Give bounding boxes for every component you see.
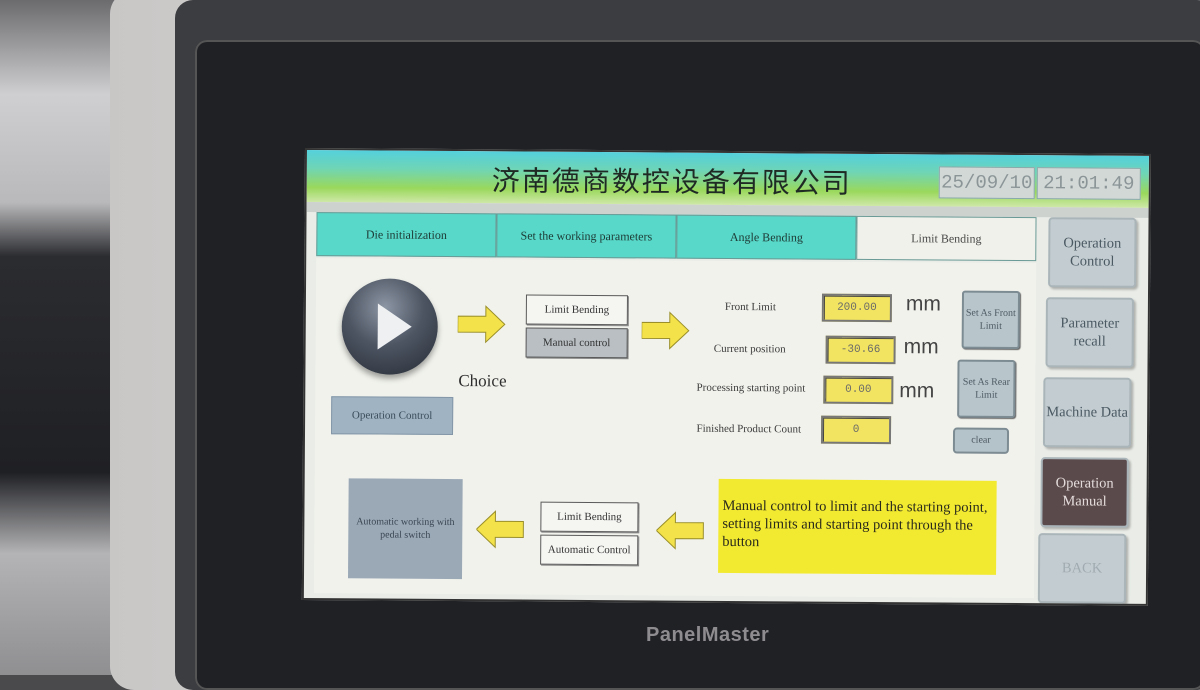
tab-set-working-parameters[interactable]: Set the working parameters xyxy=(496,213,677,259)
arrow-right-icon xyxy=(457,305,506,344)
sidebar: Operation Control Parameter recall Machi… xyxy=(1037,217,1143,604)
arrow-right-icon xyxy=(641,311,690,350)
company-title: 济南德商数控设备有限公司 xyxy=(491,164,852,200)
time-display: 21:01:49 xyxy=(1036,167,1141,200)
operation-control-button[interactable]: Operation Control xyxy=(331,396,454,436)
limit-bending-mode-box[interactable]: Limit Bending xyxy=(525,294,628,326)
main-panel: Operation Control Choice Limit Bending M… xyxy=(313,258,1037,599)
sidebar-machine-data[interactable]: Machine Data xyxy=(1042,377,1132,448)
current-position-label: Current position xyxy=(713,342,786,356)
tab-angle-bending[interactable]: Angle Bending xyxy=(676,214,857,260)
sidebar-parameter-recall[interactable]: Parameter recall xyxy=(1045,297,1134,368)
finished-count-label: Finished Product Count xyxy=(696,422,802,436)
tab-die-initialization[interactable]: Die initialization xyxy=(316,212,497,258)
processing-start-field[interactable]: 0.00 xyxy=(823,375,894,405)
front-limit-label: Front Limit xyxy=(724,300,776,314)
front-limit-unit: mm xyxy=(905,292,942,316)
hmi-screen: 济南德商数控设备有限公司 25/09/10 21:01:49 Die initi… xyxy=(301,148,1151,606)
arrow-left-icon xyxy=(476,510,524,549)
sidebar-operation-manual[interactable]: Operation Manual xyxy=(1040,457,1129,528)
current-position-field: -30.66 xyxy=(825,335,896,365)
manual-control-button[interactable]: Manual control xyxy=(525,327,628,359)
back-button[interactable]: BACK xyxy=(1037,533,1127,604)
sidebar-operation-control[interactable]: Operation Control xyxy=(1048,217,1137,288)
processing-start-label: Processing starting point xyxy=(696,381,806,395)
finished-count-field: 0 xyxy=(820,415,892,445)
play-icon xyxy=(377,303,412,350)
limit-bending-auto-box[interactable]: Limit Bending xyxy=(540,501,639,533)
date-display: 25/09/10 xyxy=(938,166,1035,200)
processing-start-unit: mm xyxy=(899,379,935,403)
automatic-control-button[interactable]: Automatic Control xyxy=(540,534,639,566)
header-bar: 济南德商数控设备有限公司 25/09/10 21:01:49 xyxy=(306,150,1149,208)
arrow-left-icon xyxy=(656,511,704,550)
front-limit-field[interactable]: 200.00 xyxy=(821,293,892,323)
auto-working-pedal-box: Automatic working with pedal switch xyxy=(347,478,463,580)
current-position-unit: mm xyxy=(903,335,939,359)
play-button[interactable] xyxy=(341,278,439,375)
instruction-note: Manual control to limit and the starting… xyxy=(718,478,997,575)
choice-label: Choice xyxy=(458,371,507,391)
clear-button[interactable]: clear xyxy=(952,427,1010,454)
tab-bar: Die initialization Set the working param… xyxy=(316,212,1037,262)
set-as-front-limit-button[interactable]: Set As Front Limit xyxy=(961,290,1021,349)
brand-logo: PanelMaster xyxy=(646,624,770,646)
set-as-rear-limit-button[interactable]: Set As Rear Limit xyxy=(957,359,1016,418)
tab-limit-bending[interactable]: Limit Bending xyxy=(856,215,1037,262)
